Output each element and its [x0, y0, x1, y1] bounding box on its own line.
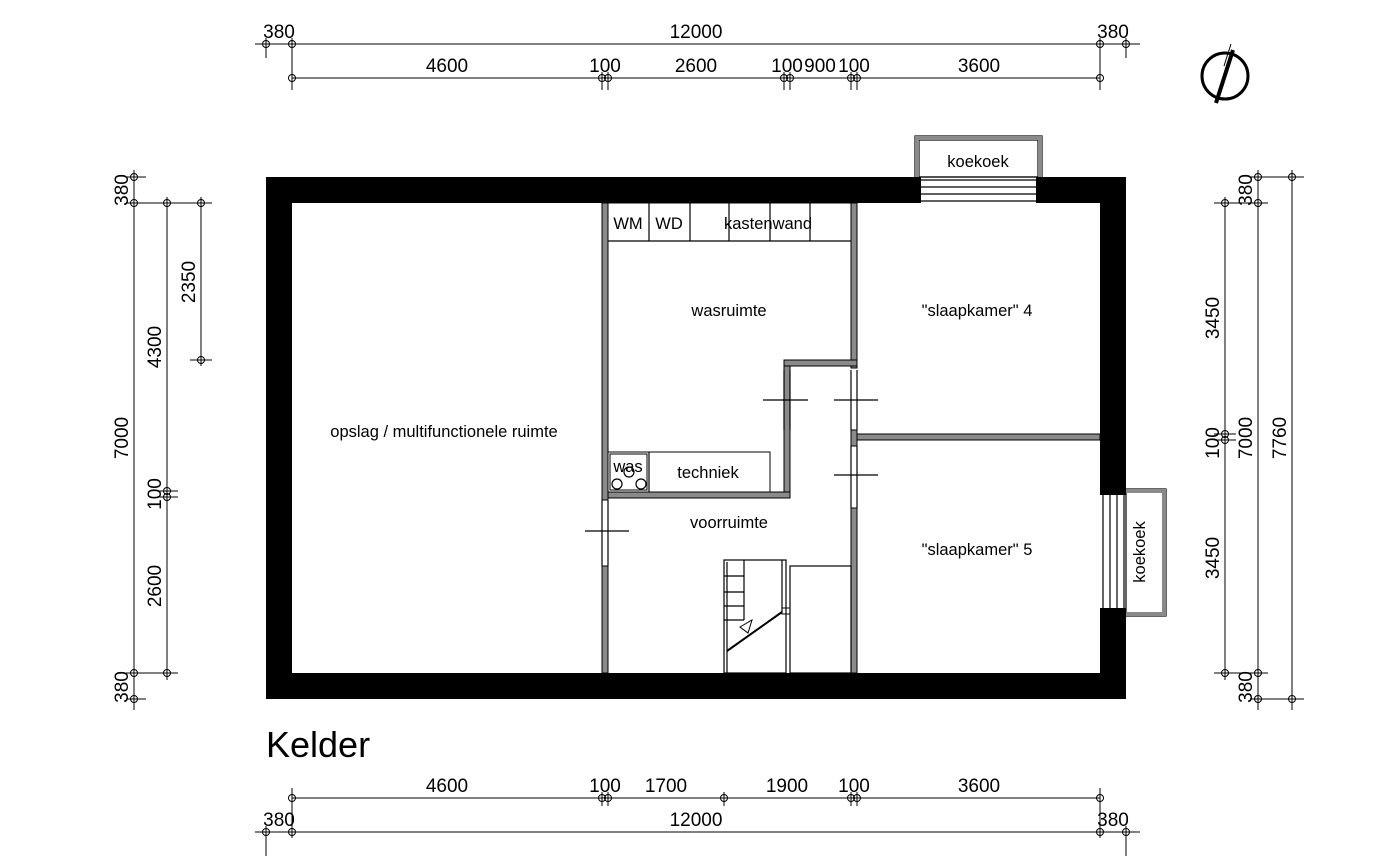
- room-label-koekoek-top: koekoek: [947, 153, 1009, 171]
- room-label-slaapkamer-5: "slaapkamer" 5: [922, 541, 1033, 559]
- dim-right-7760: 7760: [1270, 417, 1291, 459]
- dim-right-7000: 7000: [1236, 417, 1257, 459]
- dimension-bottom: 4600 100 1700 1900 100 3600 380 12000 38…: [255, 776, 1140, 856]
- techniek-block: [607, 451, 771, 493]
- north-arrow-icon: [1200, 43, 1250, 104]
- dim-bottom-1900: 1900: [766, 776, 808, 797]
- dimension-right: 3450 380 100 7000 7760 3450 380: [1203, 170, 1304, 710]
- room-label-slaapkamer-4: "slaapkamer" 4: [922, 302, 1033, 320]
- room-label-kastenwand: kastenwand: [724, 215, 812, 233]
- dim-bottom-4600: 4600: [426, 776, 468, 797]
- dim-bottom-100-a: 100: [589, 776, 621, 797]
- dim-top-900: 900: [804, 56, 836, 77]
- dim-bottom-380-right: 380: [1097, 810, 1129, 831]
- dim-top-3600: 3600: [958, 56, 1000, 77]
- dim-left-100: 100: [145, 478, 166, 510]
- room-label-opslag: opslag / multifunctionele ruimte: [330, 423, 557, 441]
- dim-top-380-right: 380: [1097, 22, 1129, 43]
- dim-right-380-bottom: 380: [1236, 671, 1257, 703]
- dim-left-7000: 7000: [112, 417, 133, 459]
- door-openings: [585, 370, 878, 566]
- dim-top-100-c: 100: [838, 56, 870, 77]
- room-label-wasruimte: wasruimte: [690, 302, 766, 320]
- koekoek-right-bay: [1100, 488, 1167, 617]
- room-label-koekoek-right: koekoek: [1131, 521, 1149, 583]
- room-label-wd: WD: [655, 215, 683, 233]
- dim-top-4600: 4600: [426, 56, 468, 77]
- dim-left-2600: 2600: [145, 565, 166, 607]
- dimension-left: 380 7000 4300 2350 100 2600 380: [112, 170, 212, 710]
- dim-left-2350: 2350: [179, 261, 200, 303]
- room-label-wm: WM: [613, 215, 642, 233]
- interior-walls: [601, 202, 1101, 674]
- dim-top-100-b: 100: [771, 56, 803, 77]
- dim-bottom-overall: 12000: [670, 810, 723, 831]
- room-label-was: was: [612, 458, 642, 476]
- dim-bottom-380-left: 380: [263, 810, 295, 831]
- kastenwand-cabinets: [607, 202, 852, 242]
- room-label-techniek: techniek: [677, 464, 739, 482]
- dim-right-3450-top: 3450: [1203, 297, 1224, 339]
- dim-right-380-top: 380: [1236, 174, 1257, 206]
- dim-bottom-3600: 3600: [958, 776, 1000, 797]
- dim-right-100: 100: [1203, 427, 1224, 459]
- room-label-voorruimte: voorruimte: [690, 514, 768, 532]
- koekoek-top-bay: [914, 135, 1043, 203]
- dim-left-380-bottom: 380: [112, 671, 133, 703]
- dim-left-380-top: 380: [112, 174, 133, 206]
- plan-title: Kelder: [266, 724, 370, 765]
- stair: [723, 559, 852, 674]
- dim-top-2600: 2600: [675, 56, 717, 77]
- dim-right-3450-bottom: 3450: [1203, 537, 1224, 579]
- dim-bottom-100-b: 100: [838, 776, 870, 797]
- dim-top-380-left: 380: [263, 22, 295, 43]
- dim-top-100-a: 100: [589, 56, 621, 77]
- dimension-top: 380 12000 380 4600 100 2600 100 900 100 …: [255, 22, 1140, 90]
- dim-left-4300: 4300: [145, 326, 166, 368]
- dim-top-overall: 12000: [670, 22, 723, 43]
- dim-bottom-1700: 1700: [645, 776, 687, 797]
